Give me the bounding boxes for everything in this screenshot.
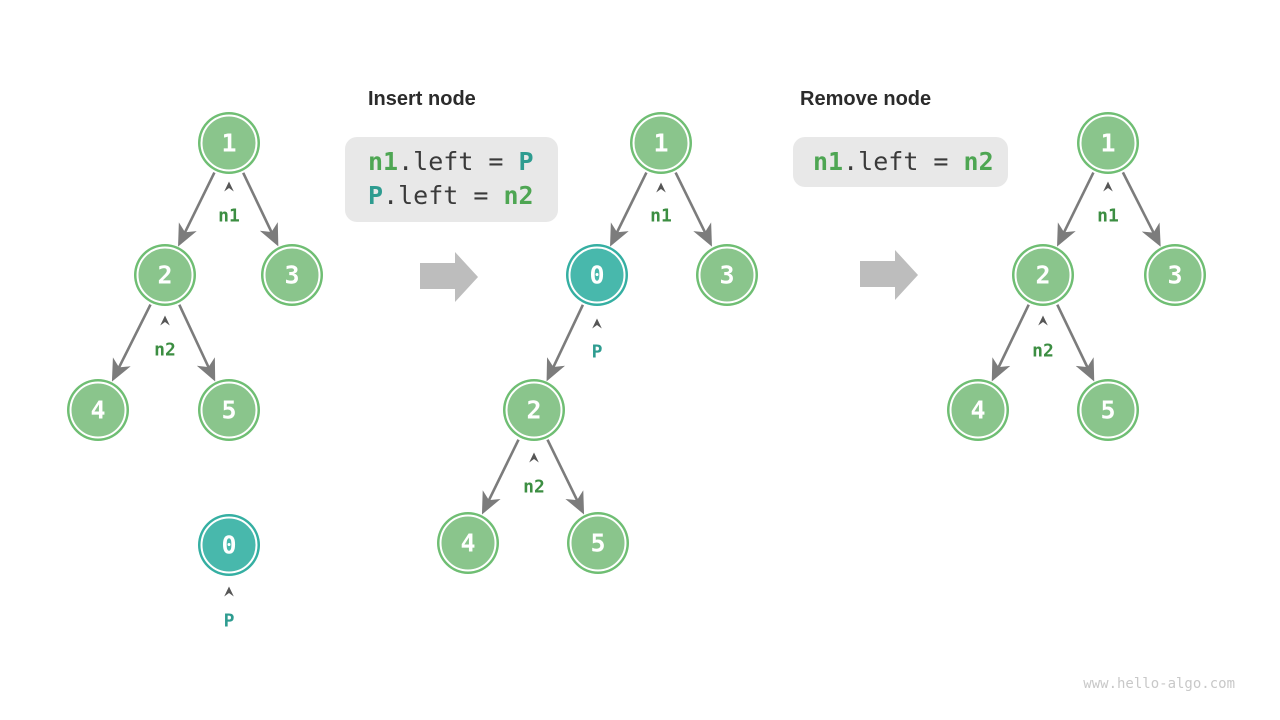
code-line: n1.left = P	[368, 145, 558, 179]
tree-edge	[481, 439, 520, 515]
code-token-n1: n1	[368, 147, 399, 176]
tree3-node-1: 1	[1079, 114, 1137, 172]
insert-section-title: Insert node	[368, 88, 476, 110]
tree1-node-1: 1	[200, 114, 258, 172]
pointer-caret-icon	[224, 586, 234, 597]
remove-section-title: Remove node	[800, 88, 932, 110]
pointer-caret-icon	[592, 318, 602, 329]
tree1-node-2: 2	[136, 246, 194, 304]
code-token-left-assign: .left =	[843, 147, 964, 176]
pointer-caret-icon	[1038, 315, 1048, 326]
code-line: P.left = n2	[368, 179, 558, 213]
tree3-node-3: 3	[1146, 246, 1204, 304]
transform-arrow-icon	[420, 252, 478, 302]
tree-edge	[546, 304, 585, 382]
pointer-label-n1: n1	[1097, 205, 1119, 227]
tree3-node-2: 2	[1014, 246, 1072, 304]
pointer-label-p: P	[591, 341, 603, 363]
tree1-node-3: 3	[263, 246, 321, 304]
code-token-left-assign: .left =	[383, 181, 504, 210]
tree-edge	[1121, 171, 1161, 247]
pointer-caret-icon	[529, 452, 539, 463]
pointer-label-n1: n1	[650, 205, 672, 227]
tree1-node-4: 4	[69, 381, 127, 439]
pointer-label-n2: n2	[523, 476, 545, 498]
pointer-label-p: P	[223, 610, 235, 632]
code-token-n1: n1	[813, 147, 844, 176]
code-token-n2: n2	[963, 147, 994, 176]
watermark: www.hello-algo.com	[1083, 676, 1235, 692]
tree-edge	[1057, 172, 1095, 247]
pointer-label-n1: n1	[218, 205, 240, 227]
tree-edge	[178, 304, 216, 382]
tree-edge	[242, 172, 279, 247]
pointer-caret-icon	[224, 181, 234, 192]
code-token-p: P	[518, 147, 534, 176]
remove-code-box: n1.left = n2	[793, 137, 1008, 187]
tree-edge	[111, 304, 152, 382]
pointer-label-n2: n2	[154, 339, 176, 361]
code-token-left-assign: .left =	[398, 147, 519, 176]
tree1-node-5: 5	[200, 381, 258, 439]
code-line: n1.left = n2	[813, 137, 1008, 187]
pointer-label-n2: n2	[1032, 340, 1054, 362]
tree2-node-3: 3	[698, 246, 756, 304]
tree-edge	[1056, 304, 1095, 382]
tree2-node-1: 1	[632, 114, 690, 172]
tree-edge	[674, 172, 712, 247]
tree-edge	[546, 439, 585, 515]
code-token-p: P	[368, 181, 384, 210]
tree-edge	[610, 172, 648, 247]
tree2-node-0: 0	[568, 246, 626, 304]
tree2-node-5: 5	[569, 514, 627, 572]
code-token-n2: n2	[503, 181, 534, 210]
tree3-node-5: 5	[1079, 381, 1137, 439]
pointer-caret-icon	[160, 315, 170, 326]
pointer-caret-icon	[656, 182, 666, 193]
tree2-node-4: 4	[439, 514, 497, 572]
tree2-node-2: 2	[505, 381, 563, 439]
insert-code-box: n1.left = P P.left = n2	[345, 137, 558, 222]
transform-arrow-icon	[860, 250, 918, 300]
tree-edge	[178, 172, 216, 247]
tree-edge	[991, 304, 1030, 382]
tree3-node-4: 4	[949, 381, 1007, 439]
pointer-caret-icon	[1103, 181, 1113, 192]
tree1-node-0-floating: 0	[200, 516, 258, 574]
